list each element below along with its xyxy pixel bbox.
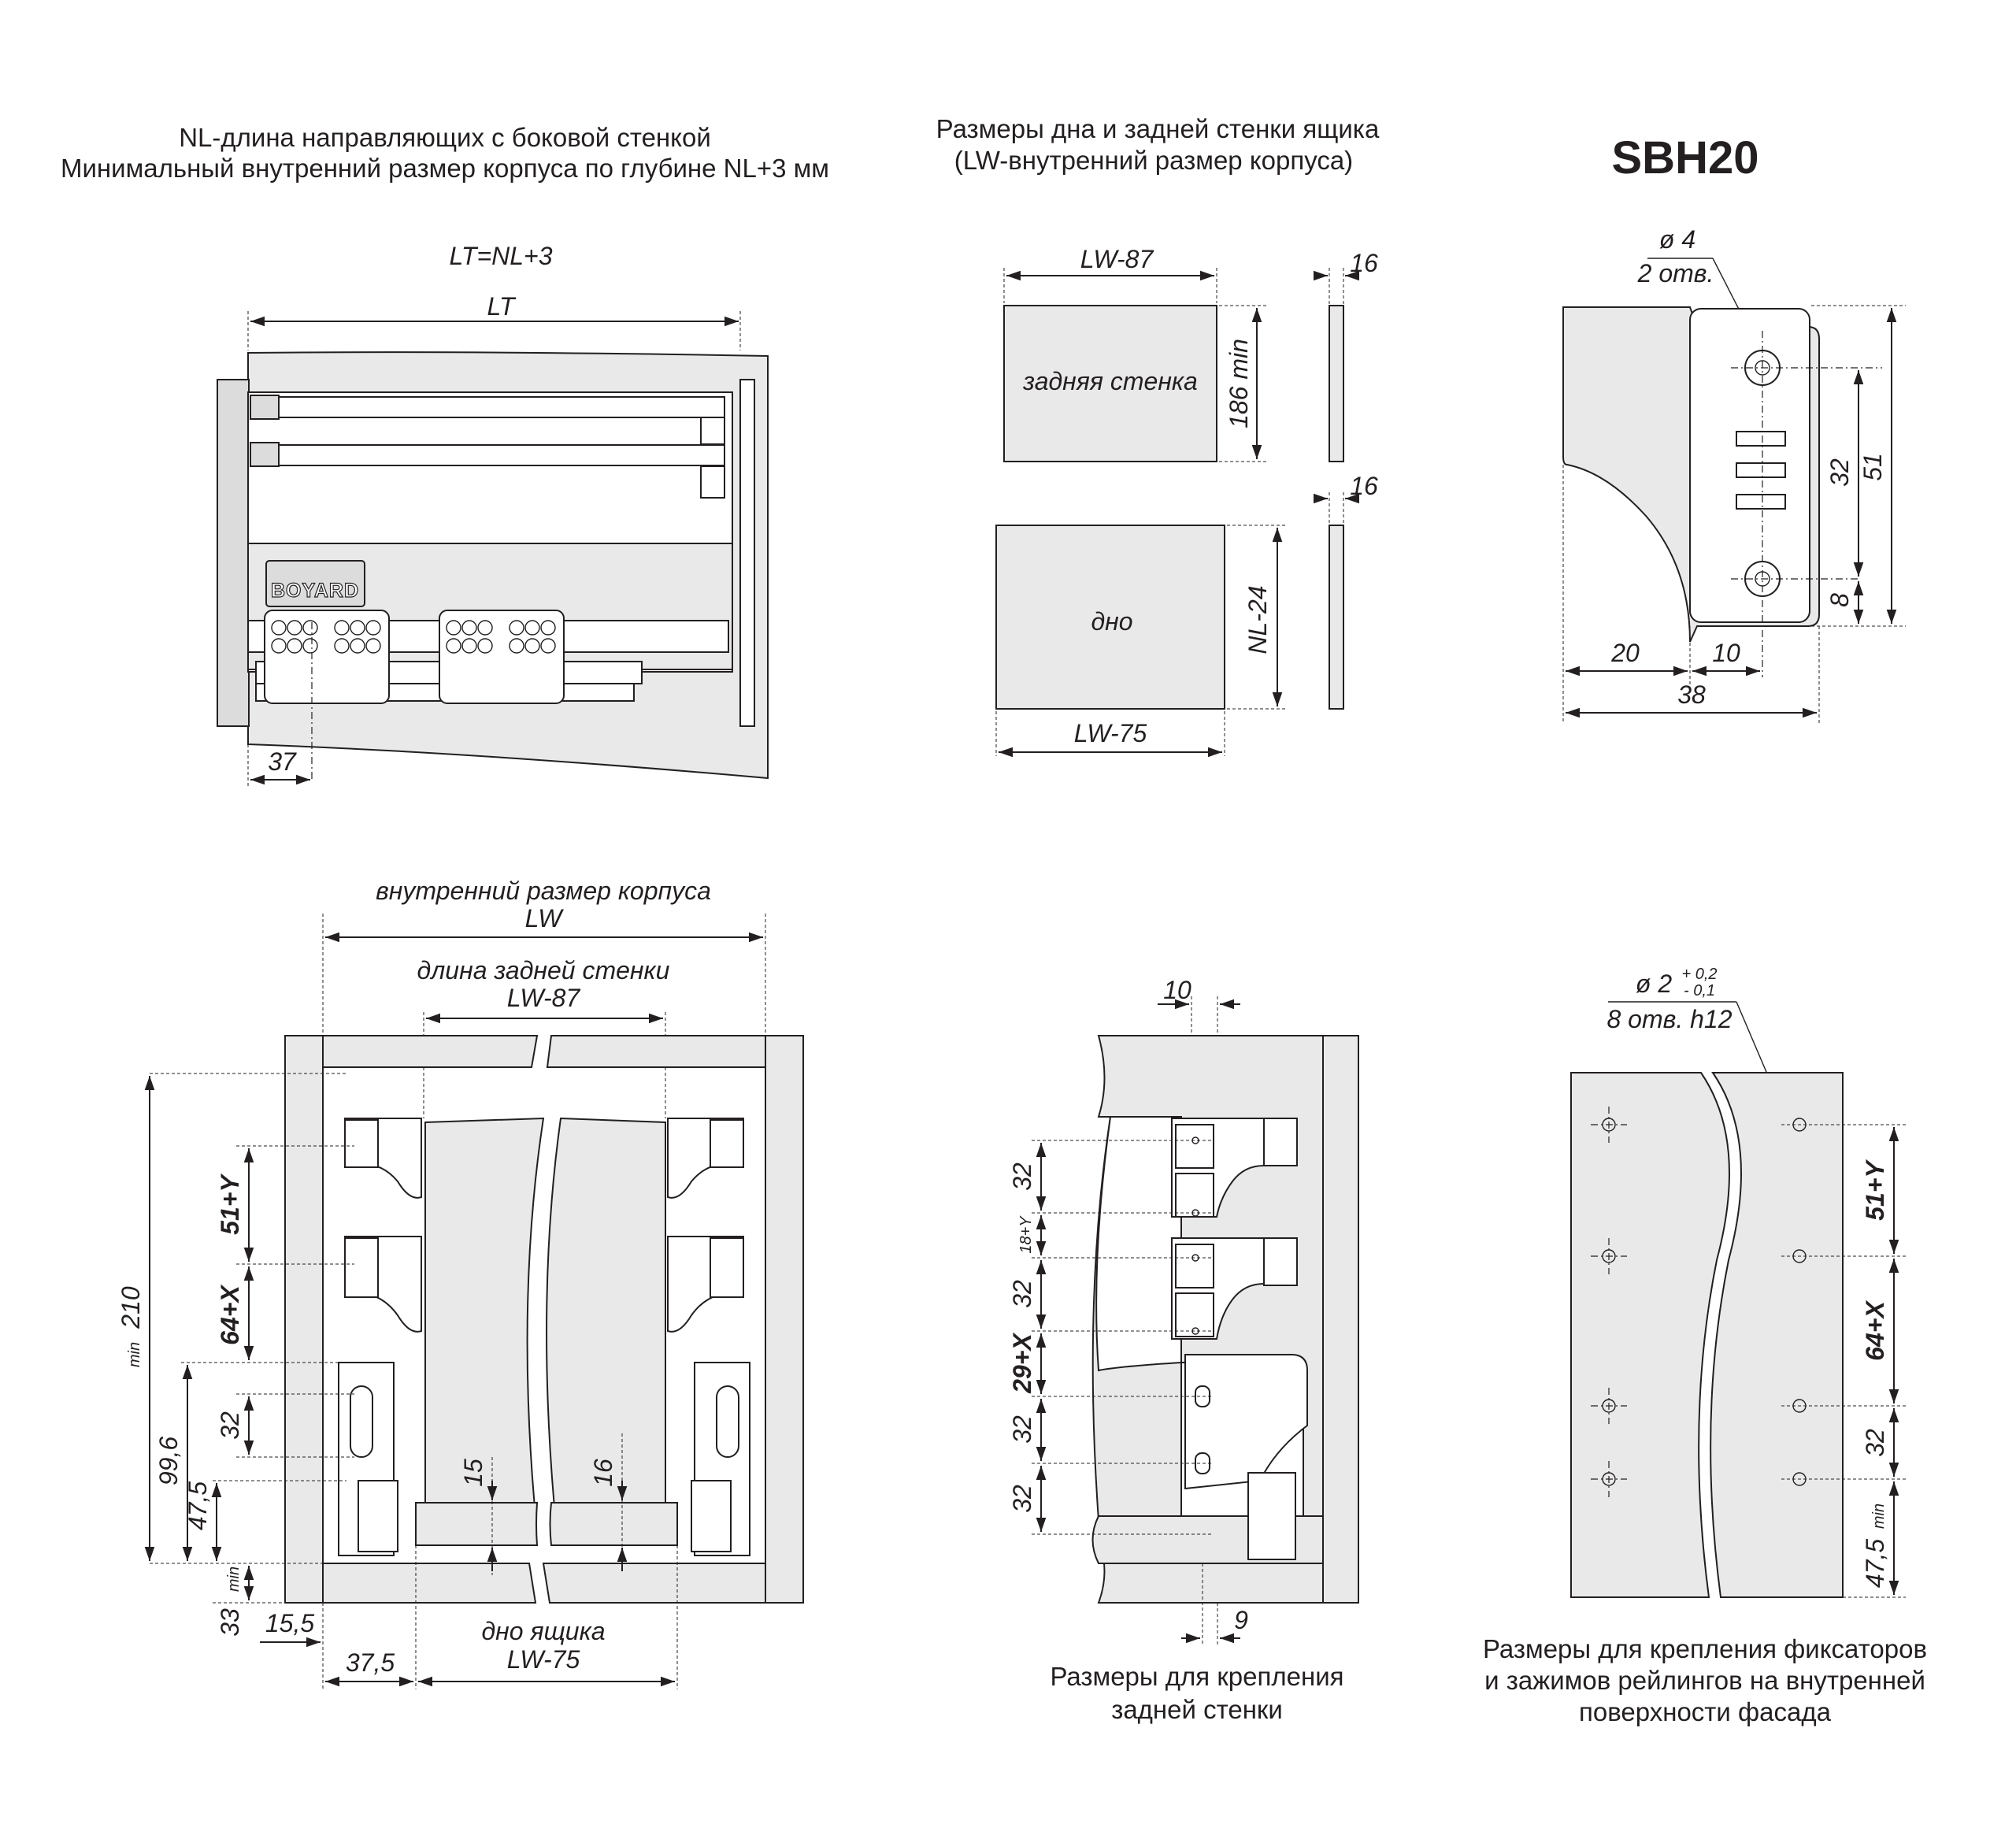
- front-bottom-width: LW-75: [507, 1645, 580, 1674]
- facade-tol-plus: + 0,2: [1681, 966, 1717, 983]
- bracket-hole-count: 2 отв.: [1637, 259, 1714, 287]
- front-facade-edge: [217, 379, 250, 727]
- header-left-line1: NL-длина направляющих с боковой стенкой: [179, 123, 711, 152]
- front-dim-16: 16: [589, 1459, 617, 1487]
- front-dim-210: 210: [117, 1286, 145, 1329]
- bracket-dim-10: 10: [1712, 639, 1740, 667]
- front-dim-210-sub: min: [126, 1342, 143, 1367]
- facade-tol-minus: - 0,1: [1684, 982, 1715, 999]
- back-mount-dim-32a: 32: [1008, 1162, 1036, 1191]
- facade-dim-64x: 64+X: [1861, 1300, 1889, 1361]
- front-dim-37-5: 37,5: [346, 1648, 395, 1677]
- back-mount-dim-32d: 32: [1008, 1485, 1036, 1513]
- front-dim-32: 32: [216, 1411, 244, 1440]
- product-code: SBH20: [1612, 132, 1759, 184]
- front-view: внутренний размер корпуса LW длина задне…: [117, 877, 804, 1689]
- bracket-detail: ø 4 2 отв. 32 51 8 20 10 38: [1562, 225, 1906, 723]
- inner-size-label: внутренний размер корпуса: [376, 877, 711, 905]
- back-mount-dim-18y: 18+Y: [1017, 1215, 1035, 1254]
- back-wall-label: задняя стенка: [1022, 367, 1198, 395]
- bottom-label: дно: [1091, 607, 1132, 636]
- header-middle-line1: Размеры дна и задней стенки ящика: [936, 114, 1380, 143]
- back-mount-dim-10: 10: [1163, 976, 1191, 1004]
- front-dim-51y: 51+Y: [216, 1174, 244, 1235]
- back-mount-caption-line2: задней стенки: [1111, 1695, 1283, 1724]
- lt-formula-label: LT=NL+3: [449, 242, 552, 270]
- back-mount-dim-32b: 32: [1008, 1280, 1036, 1308]
- front-left-brackets: [338, 1118, 422, 1556]
- facade-dim-51y: 51+Y: [1861, 1159, 1889, 1221]
- front-dim-99-6: 99,6: [154, 1437, 183, 1485]
- panel-dimensions: LW-87 задняя стенка 186 min 16 дно NL-24…: [995, 245, 1378, 758]
- header-left-line2: Минимальный внутренний размер корпуса по…: [61, 154, 829, 183]
- back-mount-dim-32c: 32: [1008, 1415, 1036, 1444]
- front-dim-47-5: 47,5: [183, 1481, 212, 1530]
- offset-37-label: 37: [268, 747, 297, 776]
- facade-hole-count: 8 отв. h12: [1606, 1005, 1732, 1033]
- clip-plate-left: [264, 610, 390, 704]
- facade-dim-32: 32: [1861, 1429, 1889, 1457]
- lt-label: LT: [487, 292, 517, 321]
- front-dim-64x: 64+X: [216, 1285, 244, 1345]
- back-length-label: длина задней стенки: [417, 956, 670, 984]
- facade-mount-view: ø 2 + 0,2 - 0,1 8 отв. h12 51+Y 64+X 32 …: [1483, 966, 1927, 1726]
- facade-dim-47-5-sub: min: [1870, 1504, 1888, 1529]
- bracket-hole-dia: ø 4: [1659, 225, 1695, 254]
- back-length-value: LW-87: [507, 984, 581, 1012]
- bracket-dim-38: 38: [1677, 680, 1706, 709]
- facade-hole-dia: ø 2: [1636, 970, 1672, 998]
- facade-caption-line3: поверхности фасада: [1579, 1697, 1832, 1726]
- headers: NL-длина направляющих с боковой стенкой …: [61, 114, 1758, 184]
- front-dim-15-5: 15,5: [265, 1609, 314, 1637]
- header-middle-line2: (LW-внутренний размер корпуса): [954, 146, 1353, 175]
- bottom-panel: [995, 525, 1225, 710]
- facade-caption-line2: и зажимов рейлингов на внутренней: [1484, 1666, 1925, 1695]
- back-height-label: 186 min: [1225, 339, 1253, 428]
- front-right-brackets: [667, 1118, 750, 1556]
- bottom-thickness-label: 16: [1350, 472, 1378, 500]
- front-dim-33-sub: min: [225, 1567, 243, 1592]
- back-width-label: LW-87: [1080, 245, 1154, 273]
- side-view: LT=NL+3 LT BOYARD: [217, 242, 769, 788]
- front-dim-15: 15: [459, 1459, 487, 1487]
- facade-caption-line1: Размеры для крепления фиксаторов: [1483, 1634, 1927, 1663]
- back-thickness-label: 16: [1350, 249, 1378, 277]
- bracket-dim-32: 32: [1825, 458, 1854, 487]
- inner-size-value: LW: [525, 904, 565, 933]
- clip-plate-right: [439, 610, 565, 704]
- back-mount-dim-9: 9: [1234, 1606, 1248, 1634]
- front-dim-33: 33: [216, 1608, 244, 1637]
- back-mount-view: 10 32 1: [1008, 976, 1359, 1724]
- boyard-logo: BOYARD: [271, 580, 359, 602]
- bottom-width-label: LW-75: [1074, 719, 1147, 747]
- bottom-depth-label: NL-24: [1243, 585, 1272, 654]
- front-bottom-label: дно ящика: [481, 1617, 605, 1645]
- bracket-dim-20: 20: [1610, 639, 1640, 667]
- bracket-dim-51: 51: [1858, 453, 1887, 481]
- bracket-dim-8: 8: [1825, 593, 1854, 607]
- back-mount-caption-line1: Размеры для крепления: [1050, 1662, 1343, 1691]
- back-mount-dim-29x: 29+X: [1008, 1333, 1036, 1394]
- back-wall-panel: [1003, 305, 1217, 462]
- facade-dim-47-5: 47,5: [1861, 1539, 1889, 1588]
